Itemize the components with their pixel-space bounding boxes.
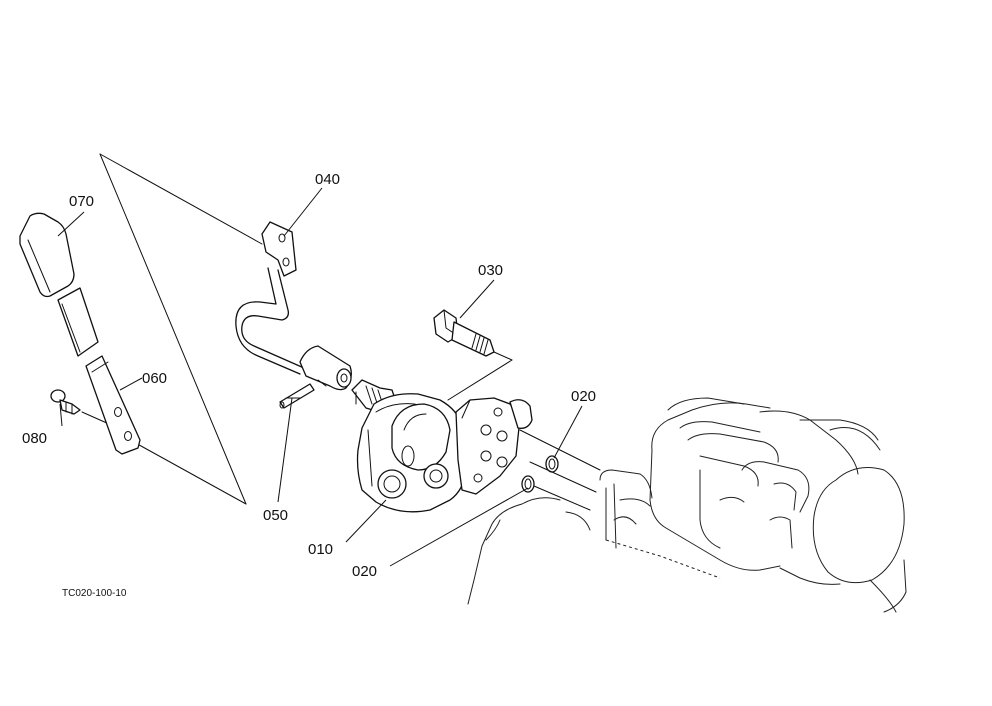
label-020-lower: 020 — [352, 563, 377, 580]
engine-block-outline — [467, 397, 907, 613]
label-060: 060 — [142, 370, 167, 387]
label-040: 040 — [315, 171, 340, 188]
pedal-arm-part — [85, 355, 141, 455]
label-020-upper: 020 — [571, 388, 596, 405]
alignment-guide-lines — [519, 429, 601, 511]
spring-pin-part — [279, 383, 315, 409]
pedal-shaft-part — [235, 221, 352, 391]
bolt-part — [433, 309, 513, 401]
label-010: 010 — [308, 541, 333, 558]
o-ring-part-lower — [521, 475, 535, 493]
label-050: 050 — [263, 507, 288, 524]
label-080: 080 — [22, 430, 47, 447]
pedal-pad-part — [19, 212, 99, 357]
pump-body-part — [351, 379, 533, 513]
reference-code: TC020-100-10 — [62, 588, 127, 599]
label-030: 030 — [478, 262, 503, 279]
o-ring-part-upper — [545, 455, 559, 473]
leader-lines — [57, 187, 583, 567]
explosion-guide-lines — [81, 153, 263, 505]
grease-nipple-part — [50, 389, 81, 415]
label-070: 070 — [69, 193, 94, 210]
